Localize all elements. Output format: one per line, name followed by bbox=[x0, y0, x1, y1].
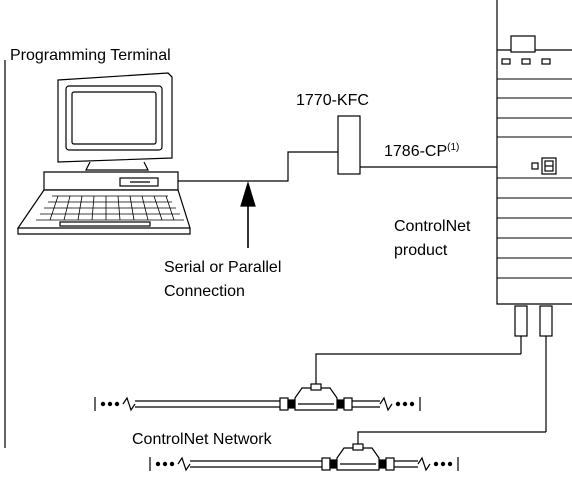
drop-cable-a bbox=[315, 353, 521, 386]
network-trunk-a bbox=[94, 383, 421, 412]
drop-cable-b bbox=[357, 431, 546, 446]
serial-parallel-label-line1: Serial or Parallel bbox=[164, 259, 282, 276]
controlnet-product-label-line2: product bbox=[394, 242, 448, 259]
controlnet-product-label-line1: ControlNet bbox=[394, 218, 471, 235]
kfc-label: 1770-KFC bbox=[296, 92, 369, 109]
controlnet-product-icon bbox=[496, 0, 572, 432]
programming-terminal-label: Programming Terminal bbox=[10, 47, 171, 64]
connection-arrow bbox=[240, 180, 256, 248]
controlnet-network-label: ControlNet Network bbox=[132, 431, 272, 448]
network-trunk-b bbox=[149, 443, 459, 472]
serial-parallel-cable bbox=[178, 151, 338, 182]
serial-parallel-label-line2: Connection bbox=[164, 283, 245, 300]
programming-terminal-icon bbox=[16, 72, 191, 235]
cp-cable-name: 1786-CP bbox=[384, 143, 448, 160]
cp-footnote: (1) bbox=[447, 142, 460, 153]
cp-cable-label: 1786-CP(1) bbox=[384, 143, 459, 160]
kfc-module-icon bbox=[337, 115, 361, 175]
